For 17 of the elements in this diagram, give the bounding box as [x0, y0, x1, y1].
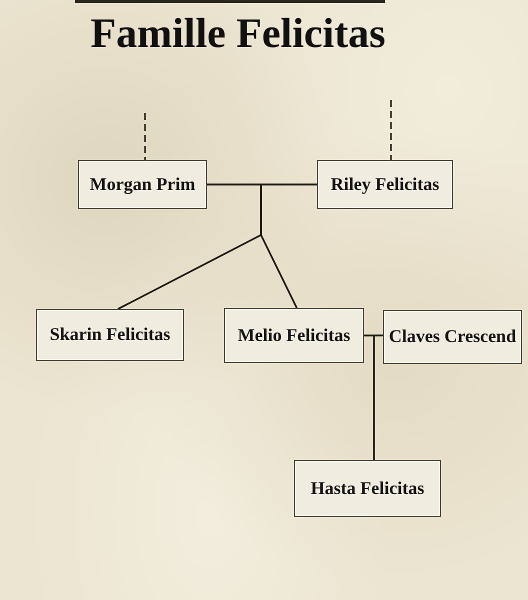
title: Famille Felicitas [90, 12, 386, 56]
person-name: Melio Felicitas [238, 326, 350, 346]
name-box [78, 160, 207, 209]
dashed-line [144, 113, 146, 160]
name-box [36, 309, 184, 361]
person-name: Claves Crescend [388, 327, 516, 347]
name-box [224, 308, 364, 363]
name-box [383, 310, 522, 364]
name-box [294, 460, 441, 517]
name-box [317, 160, 453, 209]
person-name: Morgan Prim [90, 174, 196, 194]
person-name: Skarin Felicitas [50, 325, 170, 345]
person-name: Hasta Felicitas [310, 478, 424, 498]
dashed-line [390, 100, 392, 160]
person-name: Riley Felicitas [330, 174, 440, 194]
connector-line [260, 184, 317, 308]
connector-line [373, 334, 384, 460]
